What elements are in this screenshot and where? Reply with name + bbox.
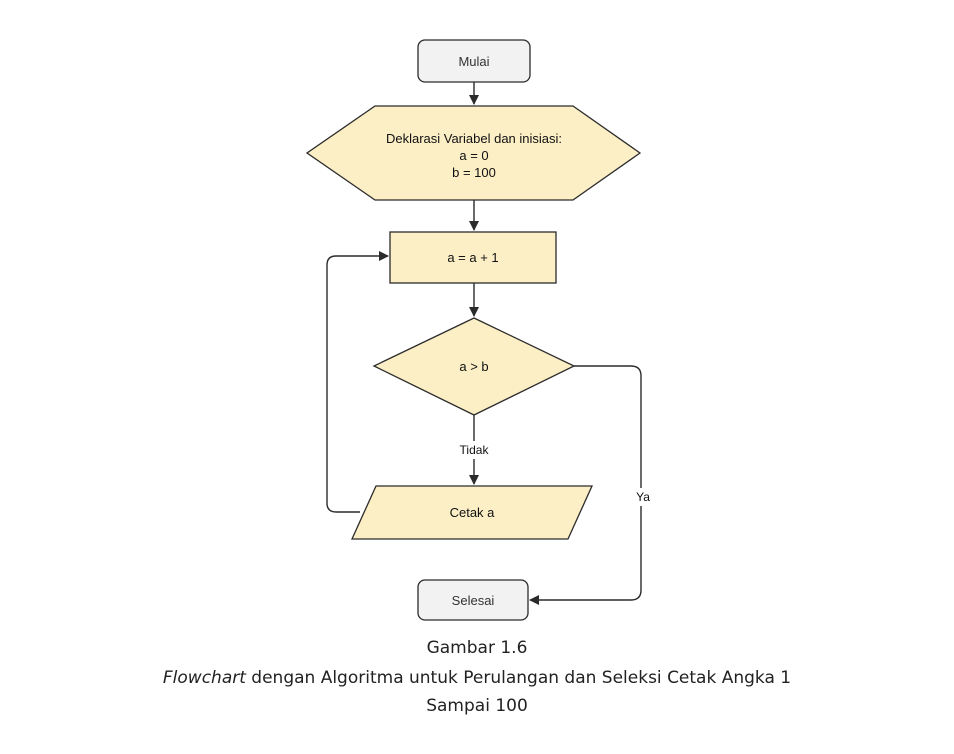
end-node: Selesai <box>417 579 529 621</box>
declare-label-line1: Deklarasi Variabel dan inisiasi: <box>386 131 562 146</box>
start-node: Mulai <box>417 39 531 83</box>
flowchart: Mulai Deklarasi Variabel dan inisiasi: a… <box>305 39 650 621</box>
edge-label-yes: Ya <box>636 490 650 504</box>
figure-number: Gambar 1.6 <box>426 638 528 658</box>
caption-italic-term: Flowchart <box>162 668 246 688</box>
edges <box>326 82 642 605</box>
start-label: Mulai <box>458 54 489 69</box>
declare-node: Deklarasi Variabel dan inisiasi: a = 0 b… <box>305 105 642 201</box>
output-node: Cetak a <box>350 485 594 540</box>
increment-label: a = a + 1 <box>447 250 498 265</box>
decision-node: a > b <box>372 317 576 416</box>
edge-label-no: Tidak <box>460 443 490 457</box>
caption-line-rest: dengan Algoritma untuk Perulangan dan Se… <box>245 668 792 688</box>
increment-node: a = a + 1 <box>389 231 557 284</box>
decision-label: a > b <box>459 359 488 374</box>
edge-yes-to-end-lower <box>529 506 642 605</box>
output-label: Cetak a <box>450 505 496 520</box>
declare-label-line3: b = 100 <box>452 165 496 180</box>
edge-yes-to-end <box>574 365 642 488</box>
figure-caption-line-end: Sampai 100 <box>426 696 528 716</box>
declare-label-line2: a = 0 <box>459 148 488 163</box>
end-label: Selesai <box>452 593 495 608</box>
figure-caption-line: Flowchart dengan Algoritma untuk Perulan… <box>0 666 954 690</box>
edge-loop-back <box>326 251 389 513</box>
